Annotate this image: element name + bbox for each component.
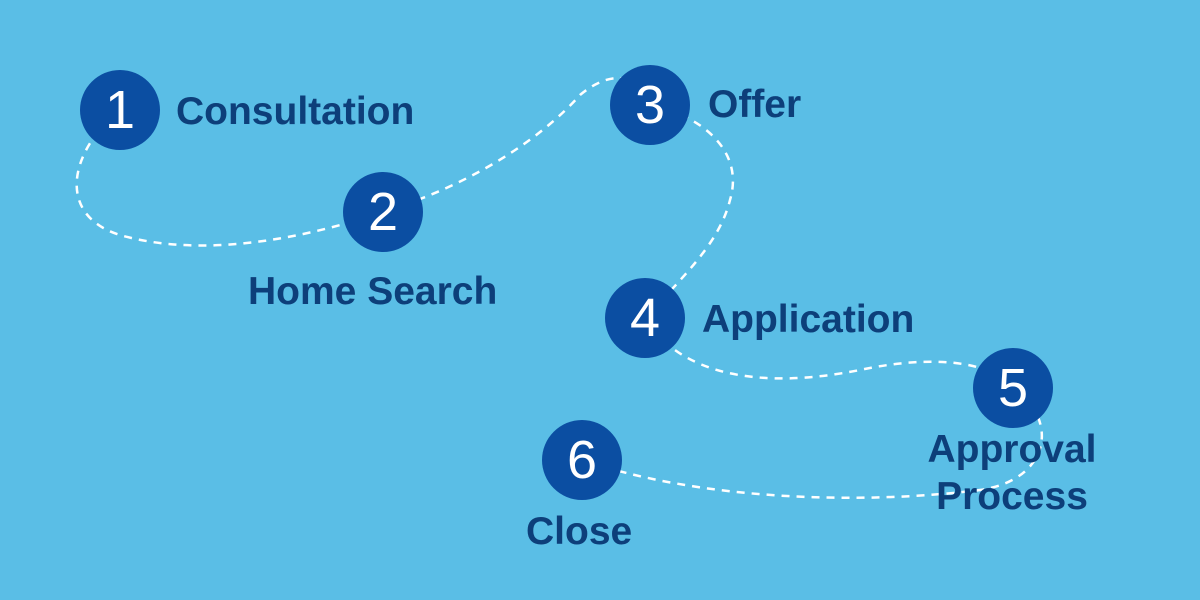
step-3-label: Offer	[708, 83, 802, 126]
step-2-number: 2	[367, 182, 399, 242]
step-3-number: 3	[634, 75, 666, 135]
step-5-label-line2: Process	[936, 474, 1088, 518]
step-5-number: 5	[997, 358, 1029, 418]
step-4-number: 4	[629, 288, 661, 348]
step-1-label: Consultation	[176, 90, 415, 133]
step-4-circle: 4	[605, 278, 685, 358]
step-3-circle: 3	[610, 65, 690, 145]
step-1-circle: 1	[80, 70, 160, 150]
step-2-label: Home Search	[248, 270, 498, 313]
step-6-label: Close	[526, 510, 633, 553]
step-5-circle: 5	[973, 348, 1053, 428]
step-5-label: Approval Process	[912, 427, 1112, 521]
step-1-number: 1	[104, 80, 136, 140]
step-6-number: 6	[566, 430, 598, 490]
step-6-circle: 6	[542, 420, 622, 500]
step-2-circle: 2	[343, 172, 423, 252]
step-5-label-line1: Approval	[927, 428, 1097, 471]
step-4-label: Application	[702, 298, 915, 341]
